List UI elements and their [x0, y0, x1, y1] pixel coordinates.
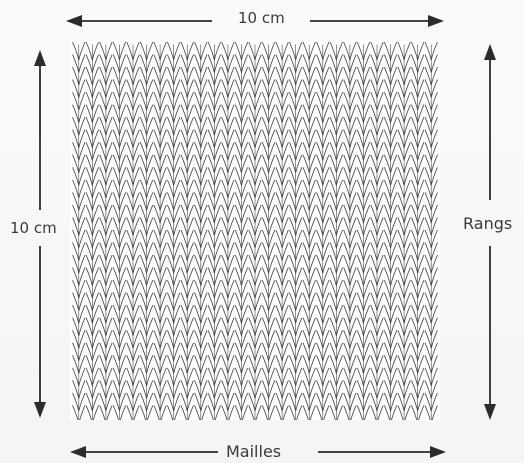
knit-stitch	[139, 405, 154, 420]
knit-stitch	[153, 405, 167, 420]
knit-stitch	[275, 405, 289, 420]
knit-stitch	[329, 405, 343, 420]
knit-stitch-pattern	[72, 41, 438, 420]
knit-stitch	[411, 405, 425, 420]
knit-stitch	[343, 405, 357, 420]
knit-stitch	[424, 405, 438, 420]
knit-stitch	[72, 405, 86, 420]
knit-stitch	[180, 405, 194, 420]
height-arrow	[34, 50, 46, 418]
width-arrow	[66, 15, 444, 27]
knit-stitch	[383, 405, 398, 420]
knit-stitch	[316, 405, 330, 420]
rows-label: Rangs	[463, 214, 513, 233]
width-label: 10 cm	[238, 9, 285, 27]
rows-arrow	[484, 44, 496, 420]
knit-stitch	[289, 405, 303, 420]
knit-stitch	[221, 405, 235, 420]
knit-stitch	[302, 405, 316, 420]
knit-stitch	[167, 405, 181, 420]
knit-stitch	[370, 405, 384, 420]
stitches-label: Mailles	[226, 442, 282, 461]
knit-stitch	[207, 405, 221, 420]
knit-stitch	[112, 405, 127, 420]
knit-stitch	[126, 405, 140, 420]
height-label: 10 cm	[10, 219, 57, 237]
knit-stitch	[261, 405, 276, 420]
stitches-arrow	[70, 446, 446, 458]
knit-stitch	[194, 405, 208, 420]
knit-stitch	[85, 405, 99, 420]
knit-stitch	[99, 405, 113, 420]
knit-stitch	[397, 405, 411, 420]
knit-stitch	[248, 405, 262, 420]
knit-stitch	[234, 405, 249, 420]
knit-stitch	[356, 405, 371, 420]
